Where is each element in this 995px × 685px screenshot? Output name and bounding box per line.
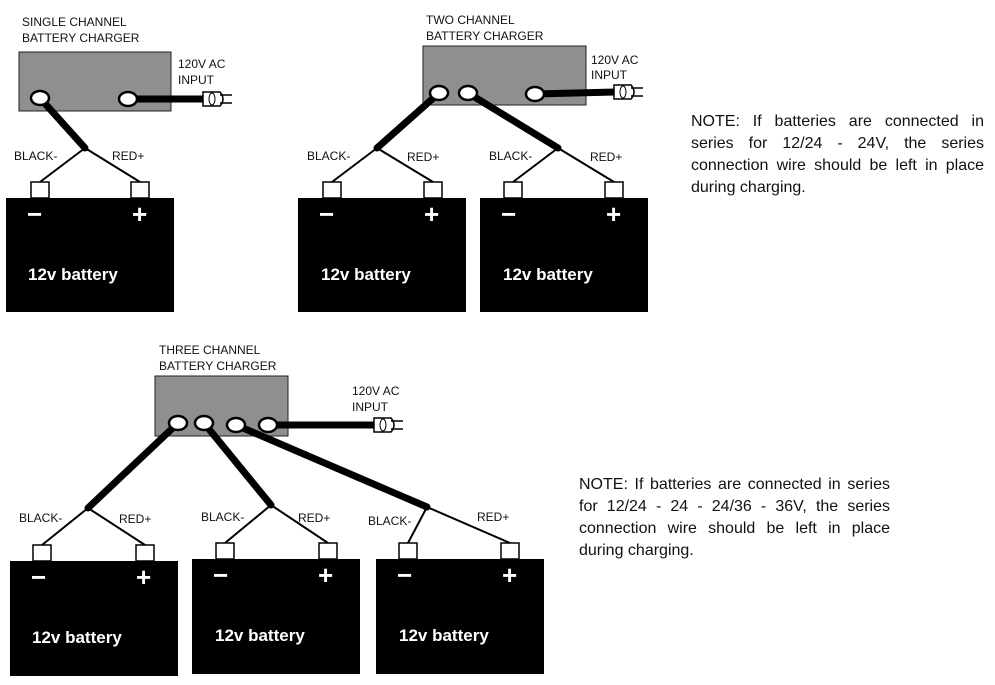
battery-c	[376, 559, 544, 674]
ac-input-label-line2: INPUT	[178, 73, 215, 87]
red-lead-wire-c	[426, 506, 511, 544]
positive-terminal-a	[135, 544, 155, 562]
ac-input-label-line2: INPUT	[591, 68, 628, 82]
red-lead-label-b: RED+	[590, 150, 622, 164]
red-lead-wire-b	[270, 504, 329, 544]
positive-terminal-a	[423, 181, 443, 199]
black-lead-wire-b	[224, 504, 272, 544]
minus-sign: −	[27, 199, 42, 229]
charger-title-line2: BATTERY CHARGER	[426, 29, 544, 43]
charger-title-line1: SINGLE CHANNEL	[22, 15, 127, 29]
red-lead-label-a: RED+	[407, 150, 439, 164]
plus-sign-b: +	[606, 199, 621, 229]
battery-a	[10, 561, 178, 676]
output-jack-a	[428, 84, 450, 102]
three-channel-diagram: THREE CHANNEL BATTERY CHARGER 120V AC IN…	[10, 343, 544, 676]
red-lead-label-c: RED+	[477, 510, 509, 524]
minus-sign-a: −	[31, 562, 46, 592]
minus-sign-c: −	[397, 560, 412, 590]
black-lead-wire	[39, 147, 86, 183]
battery-b	[192, 559, 360, 674]
series-note-two-channel: NOTE: If batteries are connected in seri…	[691, 113, 984, 196]
red-lead-wire-a	[376, 147, 434, 183]
plus-sign-a: +	[424, 199, 439, 229]
ac-input-jack	[524, 85, 546, 103]
plus-sign-b: +	[318, 560, 333, 590]
ac-input-label-line1: 120V AC	[352, 384, 400, 398]
negative-terminal-b	[215, 542, 235, 560]
plus-sign-a: +	[136, 562, 151, 592]
minus-sign-b: −	[213, 560, 228, 590]
battery-label-a: 12v battery	[321, 265, 411, 284]
ac-input-jack	[257, 416, 279, 434]
black-lead-wire-a	[41, 507, 89, 546]
battery	[6, 198, 174, 312]
ac-plug-icon	[373, 417, 403, 433]
plus-sign: +	[132, 199, 147, 229]
battery-b	[480, 198, 648, 312]
positive-terminal-b	[318, 542, 338, 560]
black-lead-label-b: BLACK-	[201, 510, 244, 524]
negative-terminal-a	[32, 544, 52, 562]
black-lead-label: BLACK-	[14, 149, 57, 163]
output-cable-b	[464, 89, 562, 152]
black-lead-label-b: BLACK-	[489, 149, 532, 163]
ac-cord	[534, 88, 616, 98]
battery-label-b: 12v battery	[215, 626, 305, 645]
negative-terminal	[30, 181, 50, 199]
two-channel-diagram: TWO CHANNEL BATTERY CHARGER 120V AC INPU…	[298, 13, 648, 312]
ac-input-label-line1: 120V AC	[591, 53, 639, 67]
battery-label: 12v battery	[28, 265, 118, 284]
red-lead-wire-a	[87, 507, 146, 546]
red-lead-label-a: RED+	[119, 512, 151, 526]
ac-plug-icon	[613, 84, 643, 100]
red-lead-wire	[84, 147, 141, 183]
output-jack	[29, 89, 51, 107]
output-jack-b	[193, 414, 215, 432]
positive-terminal	[130, 181, 150, 199]
charger-title-line1: TWO CHANNEL	[426, 13, 515, 27]
black-lead-wire-b	[512, 147, 559, 183]
positive-terminal-c	[500, 542, 520, 560]
output-cable-a	[373, 89, 443, 152]
output-cable-b	[200, 419, 275, 509]
battery-label-a: 12v battery	[32, 628, 122, 647]
black-lead-wire-a	[331, 147, 378, 183]
negative-terminal-a	[322, 181, 342, 199]
battery-a	[298, 198, 466, 312]
positive-terminal-b	[604, 181, 624, 199]
output-cable-a	[84, 419, 182, 512]
output-jack-b	[457, 84, 479, 102]
series-note-three-channel: NOTE: If batteries are connected in seri…	[579, 476, 890, 559]
charger-title-line1: THREE CHANNEL	[159, 343, 261, 357]
black-lead-label-a: BLACK-	[19, 511, 62, 525]
charger-title-line2: BATTERY CHARGER	[159, 359, 277, 373]
red-lead-wire-b	[557, 147, 615, 183]
single-channel-diagram: SINGLE CHANNEL BATTERY CHARGER 120V AC I…	[6, 15, 232, 312]
negative-terminal-b	[503, 181, 523, 199]
black-lead-label-a: BLACK-	[307, 149, 350, 163]
charger-title-line2: BATTERY CHARGER	[22, 31, 140, 45]
output-cable-c	[232, 421, 431, 511]
black-lead-wire-c	[407, 506, 428, 544]
red-lead-label: RED+	[112, 149, 144, 163]
minus-sign-b: −	[501, 199, 516, 229]
battery-label-b: 12v battery	[503, 265, 593, 284]
red-lead-label-b: RED+	[298, 511, 330, 525]
negative-terminal-c	[398, 542, 418, 560]
ac-plug-icon	[202, 91, 232, 107]
plus-sign-c: +	[502, 560, 517, 590]
minus-sign-a: −	[319, 199, 334, 229]
ac-input-label-line2: INPUT	[352, 400, 389, 414]
output-jack-c	[225, 416, 247, 434]
black-lead-label-c: BLACK-	[368, 514, 411, 528]
ac-input-jack	[117, 90, 139, 108]
ac-input-label-line1: 120V AC	[178, 57, 226, 71]
battery-label-c: 12v battery	[399, 626, 489, 645]
output-cable	[36, 94, 89, 152]
output-jack-a	[167, 414, 189, 432]
